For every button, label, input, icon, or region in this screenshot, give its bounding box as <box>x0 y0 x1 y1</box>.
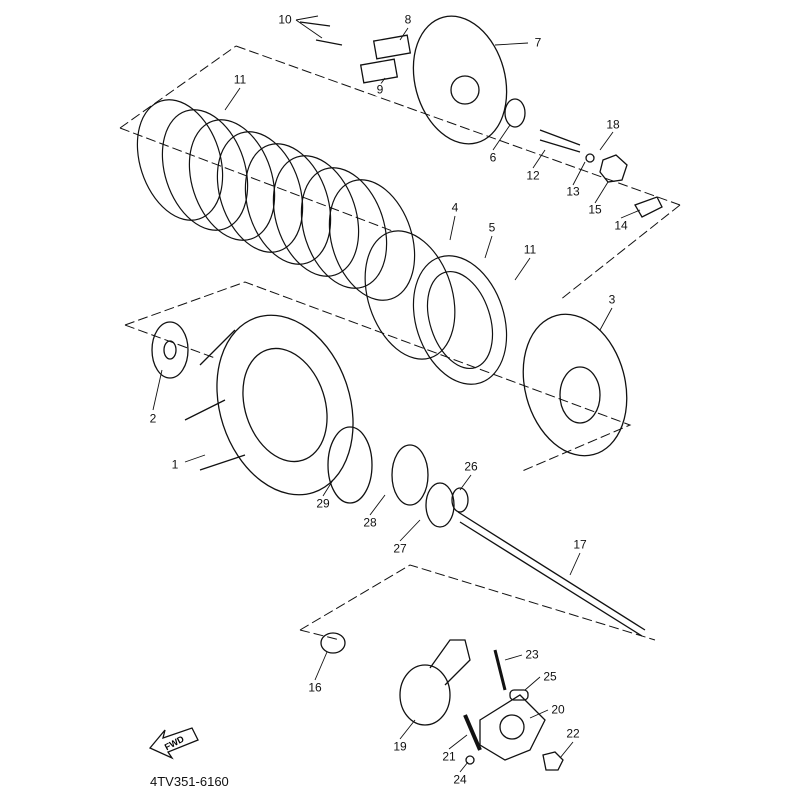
callout-15: 15 <box>587 202 603 217</box>
callout-10: 10 <box>277 12 293 27</box>
callout-9: 9 <box>375 82 385 97</box>
push-lever-parts <box>320 632 564 771</box>
callout-11: 11 <box>232 72 248 87</box>
callout-18: 18 <box>605 117 621 132</box>
diagram-code: 4TV351-6160 <box>150 774 229 789</box>
bearing-spacer <box>327 426 469 528</box>
push-rod <box>457 511 646 637</box>
clutch-plates <box>136 99 508 385</box>
callout-28: 28 <box>362 515 378 530</box>
callout-19: 19 <box>392 739 408 754</box>
callout-5: 5 <box>487 220 497 235</box>
primary-driven-gear <box>151 314 354 496</box>
callout-14: 14 <box>613 218 629 233</box>
callout-26: 26 <box>463 459 479 474</box>
callout-17: 17 <box>572 537 588 552</box>
callout-29: 29 <box>315 496 331 511</box>
callout-22: 22 <box>565 726 581 741</box>
callout-8: 8 <box>403 12 413 27</box>
callout-2: 2 <box>148 411 158 426</box>
callout-6: 6 <box>488 150 498 165</box>
leader-lines <box>152 15 641 773</box>
fwd-arrow-icon <box>148 727 199 760</box>
callout-25: 25 <box>542 669 558 684</box>
callout-20: 20 <box>550 702 566 717</box>
callout-23: 23 <box>524 647 540 662</box>
callout-24: 24 <box>452 772 468 787</box>
clutch-boss <box>522 313 628 457</box>
callout-16: 16 <box>307 680 323 695</box>
callout-13: 13 <box>565 184 581 199</box>
callout-4: 4 <box>450 200 460 215</box>
callout-21: 21 <box>441 749 457 764</box>
callout-12: 12 <box>525 168 541 183</box>
pressure-plate <box>299 15 663 218</box>
callout-7: 7 <box>533 35 543 50</box>
callout-3: 3 <box>607 292 617 307</box>
callout-11b: 11 <box>522 242 538 257</box>
callout-1: 1 <box>170 457 180 472</box>
callout-27: 27 <box>392 541 408 556</box>
